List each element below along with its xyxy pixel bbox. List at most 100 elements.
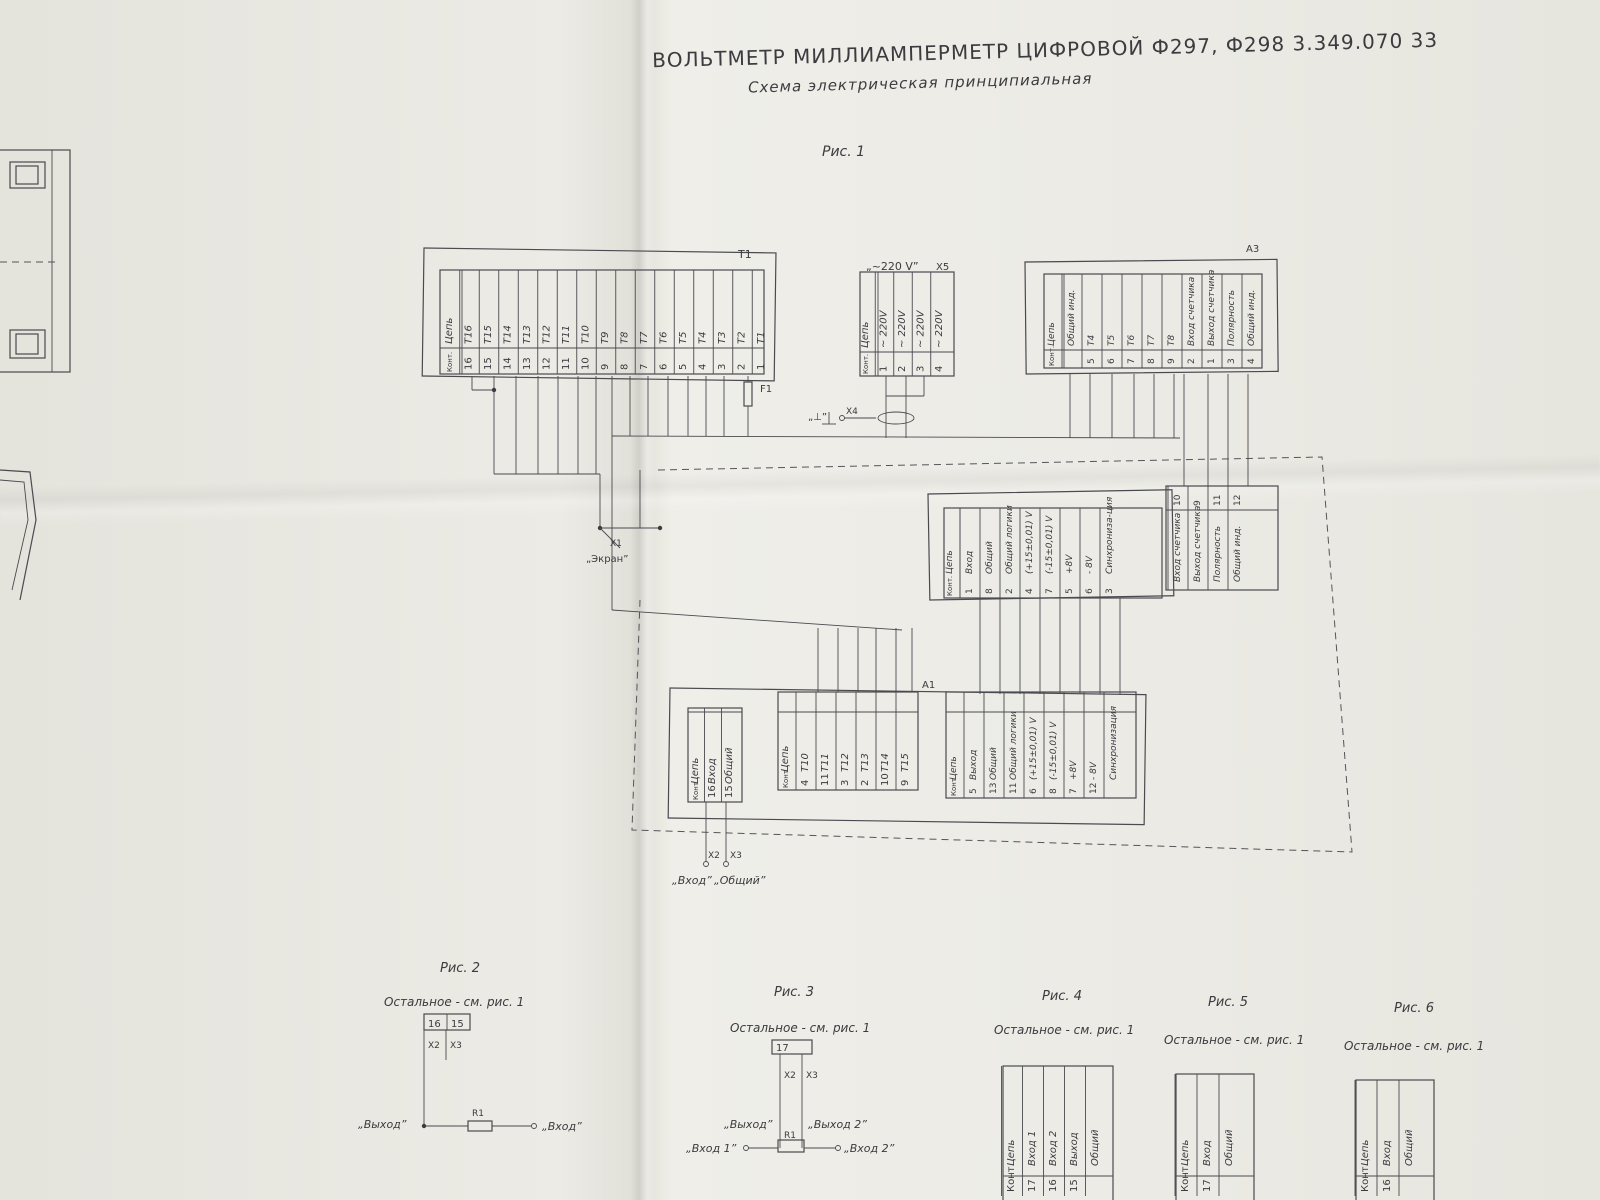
figure6 [1355, 1079, 1435, 1200]
t1-connector-table [421, 247, 777, 382]
table-signal: Цепь [1006, 1140, 1017, 1166]
x3-ref: X3 [730, 851, 742, 861]
t1-table-text: Конт.Цепь16T1615T1514T1413T1312T1211T111… [444, 270, 767, 374]
fuse-f1 [743, 381, 753, 407]
table-header-cep: Цепь [690, 758, 701, 784]
table-pin: 10 [581, 357, 592, 370]
figure2-caption: Рис. 2 [440, 961, 480, 976]
figure3-x2: X2 [784, 1071, 796, 1081]
figure3-l1: „Выход” [724, 1118, 773, 1131]
table-signal: ~ 220V [879, 309, 890, 348]
table-signal: T4 [698, 332, 709, 344]
table-pin: 7 [639, 364, 650, 370]
table-signal: Синхрониза-ция [1105, 496, 1115, 574]
table-signal: T10 [581, 325, 592, 344]
table-signal: T13 [522, 325, 533, 344]
table-header-cep: Цепь [945, 550, 955, 574]
table-signal: Выход [1069, 1132, 1080, 1166]
a3-ref: A3 [1246, 244, 1259, 255]
table-signal: +8V [1065, 554, 1075, 574]
a2-connector-table [927, 485, 1279, 601]
table-header-cep: Цепь [780, 746, 791, 772]
table-pin: Конт. [1360, 1163, 1371, 1192]
table-header-kont: Конт. [692, 780, 700, 800]
paper-fold-vertical [630, 0, 656, 1200]
table-signal: Общий [723, 747, 735, 784]
table-pin: 5 [678, 364, 689, 370]
table-pin: 8 [1147, 358, 1157, 364]
table-signal: (-15±0,01) V [1049, 721, 1059, 780]
table-pin: 7 [1045, 588, 1055, 594]
table-header-kont: Конт. [1048, 346, 1056, 366]
table-pin: 11 [1213, 495, 1223, 506]
table-header-cep: Цепь [949, 756, 959, 780]
table-signal: T2 [737, 332, 748, 344]
table-signal: T6 [1127, 335, 1137, 346]
table-signal: +8V [1069, 760, 1079, 780]
table-signal: T15 [900, 753, 911, 772]
table-signal: T12 [542, 325, 553, 344]
table-pin: 6 [1107, 358, 1117, 364]
table-signal: Общий инд. [1067, 290, 1077, 347]
x1-label: „Экран” [586, 554, 628, 565]
figure3-l2: „Вход 1” [686, 1142, 737, 1155]
a1-ref: A1 [922, 680, 935, 691]
table-signal: Вход 2 [1048, 1131, 1059, 1166]
table-signal: Общий инд. [1247, 290, 1257, 347]
table-pin: 16 [1048, 1179, 1059, 1192]
table-signal: T1 [756, 332, 767, 344]
table-signal: Полярность [1213, 526, 1223, 582]
enclosure-boundary [631, 456, 1353, 853]
table-pin: 8 [985, 588, 995, 594]
table-pin: 5 [1087, 358, 1097, 364]
figure2-left-label: „Выход” [358, 1118, 407, 1131]
table-pin: 6 [1029, 788, 1039, 794]
table-signal: T13 [860, 753, 871, 772]
table-pin: 8 [1049, 788, 1059, 794]
table-pin: 11 [561, 357, 572, 370]
table-pin: 14 [503, 357, 514, 370]
table-pin: 4 [800, 780, 811, 786]
table-signal: Выход счетчика [1193, 506, 1203, 582]
table-signal: T9 [600, 332, 611, 344]
table-pin: 11 [820, 773, 831, 786]
figure2-x3: X3 [450, 1041, 462, 1051]
table-pin: 13 [522, 357, 533, 370]
table-signal: (+15±0,01) V [1029, 717, 1039, 780]
x5-label: „~220 V” [866, 260, 919, 273]
table-signal: Общий логики [1009, 711, 1019, 780]
table-pin: 12 [1233, 495, 1243, 506]
figure2 [421, 1013, 537, 1132]
table-pin: 4 [698, 364, 709, 370]
table-pin: 17 [1202, 1179, 1213, 1192]
figure3-r2-label: „Вход 2” [844, 1142, 895, 1155]
table-pin: 5 [1065, 588, 1075, 594]
table-pin: 12 [1089, 783, 1099, 794]
table-pin: 2 [1005, 588, 1015, 594]
table-pin: 16 [1382, 1179, 1393, 1192]
table-signal: Вход [965, 551, 975, 574]
table-pin: 3 [840, 780, 851, 786]
table-signal: T16 [464, 325, 475, 344]
figure3 [743, 1039, 841, 1153]
table-signal: Общий логики [1005, 505, 1015, 574]
table-pin: 15 [1069, 1179, 1080, 1192]
table-signal: T12 [840, 753, 851, 772]
table-pin: 9 [900, 780, 911, 786]
table-signal: T5 [678, 332, 689, 344]
table-signal: Выход [969, 750, 979, 780]
table-pin: 5 [969, 788, 979, 794]
table-signal: Общий инд. [1233, 526, 1243, 583]
table-pin: 7 [1127, 358, 1137, 364]
table-pin: 3 [717, 364, 728, 370]
table-signal: - 8V [1089, 761, 1099, 780]
figure3-caption: Рис. 3 [774, 985, 814, 1000]
table-header-kont: Конт. [946, 576, 954, 596]
table-signal: T8 [620, 332, 631, 344]
figure2-right-label: „Вход” [542, 1120, 582, 1133]
table-pin: 1 [965, 588, 975, 594]
table-signal: T7 [639, 331, 650, 344]
table-pin: 2 [897, 366, 908, 372]
